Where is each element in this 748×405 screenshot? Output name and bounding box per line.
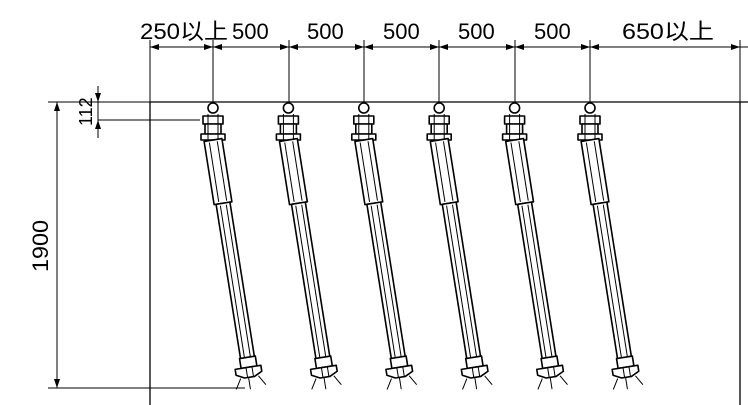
dim-label-height: 1900 [28, 220, 53, 272]
dim-label-spacing-1: 500 [232, 19, 269, 44]
bicycle-rack-row [196, 102, 645, 393]
dim-label-spacing-2: 500 [307, 19, 344, 44]
bicycle-rack-unit [196, 102, 268, 393]
top-offset-dimension: 112 [76, 86, 200, 138]
dim-label-left-clearance: 250以上 [140, 19, 228, 44]
dim-label-spacing-4: 500 [458, 19, 495, 44]
installation-area-outline [149, 101, 748, 405]
bicycle-rack-unit [573, 102, 645, 393]
dim-label-spacing-5: 500 [534, 19, 571, 44]
dim-label-top-offset: 112 [76, 97, 96, 126]
bicycle-rack-unit [347, 102, 418, 393]
bicycle-rack-unit [422, 102, 494, 393]
bicycle-rack-unit [271, 102, 343, 393]
height-dimension: 1900 [28, 101, 245, 389]
bicycle-rack-unit [497, 102, 569, 393]
top-dimension-chain: 250以上 500 500 500 500 500 650以上 [140, 19, 748, 108]
dim-label-spacing-3: 500 [383, 19, 420, 44]
dim-label-right-clearance: 650以上 [622, 19, 714, 44]
